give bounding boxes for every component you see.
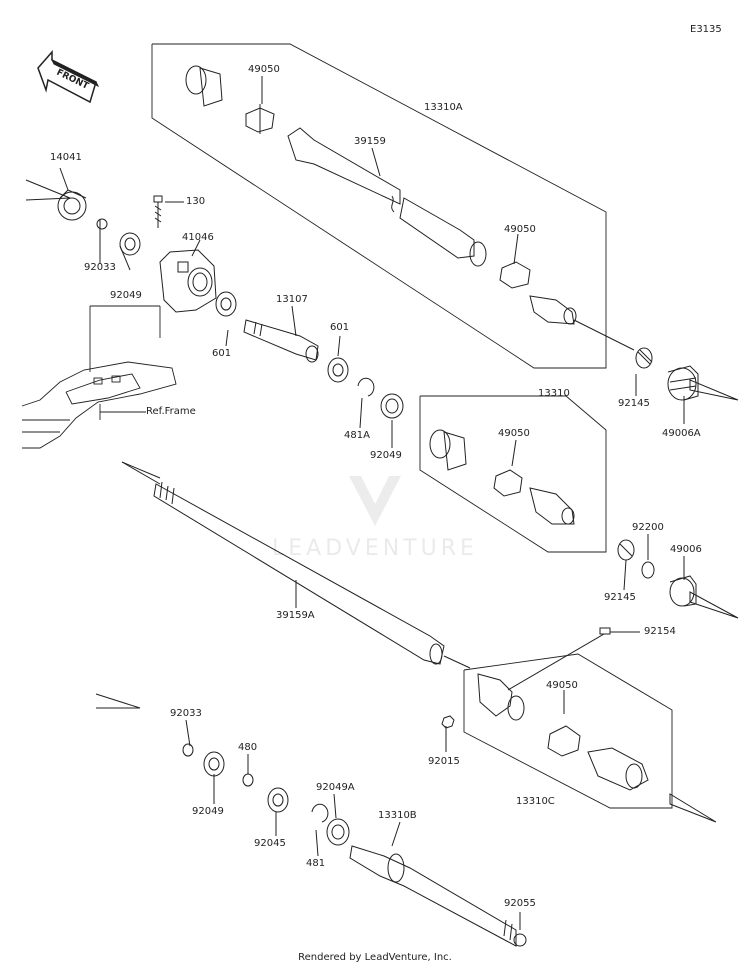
part-481A [357, 377, 375, 397]
label-13310C[interactable]: 13310C [516, 796, 555, 807]
part-92145-top [635, 347, 653, 369]
label-601-right[interactable]: 601 [330, 322, 350, 333]
part-92033-top [96, 218, 108, 230]
label-92154[interactable]: 92154 [644, 626, 676, 637]
part-92049-bot [203, 751, 225, 777]
label-14041[interactable]: 14041 [50, 152, 82, 163]
label-92145-top[interactable]: 92145 [618, 398, 650, 409]
part-41046 [159, 249, 217, 313]
part-13107 [243, 319, 319, 363]
group-box-13310 [419, 395, 607, 553]
label-480[interactable]: 480 [238, 742, 258, 753]
label-ref-frame[interactable]: Ref.Frame [146, 406, 196, 417]
frame-reference [21, 305, 177, 449]
part-13310-assembly [429, 429, 575, 525]
label-92045[interactable]: 92045 [254, 838, 286, 849]
label-601-left[interactable]: 601 [212, 348, 232, 359]
part-92055 [513, 933, 527, 947]
part-13310C-assembly [477, 627, 649, 791]
watermark-logo-icon [349, 476, 401, 526]
label-481[interactable]: 481 [306, 858, 326, 869]
part-13310B [349, 845, 517, 947]
group-box-13310A [151, 43, 607, 369]
label-49050-d[interactable]: 49050 [546, 680, 578, 691]
part-92049-top [119, 232, 141, 256]
label-92049A[interactable]: 92049A [316, 782, 355, 793]
label-92200[interactable]: 92200 [632, 522, 664, 533]
label-49050-c[interactable]: 49050 [498, 428, 530, 439]
label-39159A[interactable]: 39159A [276, 610, 315, 621]
label-13310B[interactable]: 13310B [378, 810, 417, 821]
part-480 [242, 773, 254, 787]
label-92015[interactable]: 92015 [428, 756, 460, 767]
part-92049A [326, 818, 350, 846]
part-49006 [669, 575, 697, 607]
watermark-text: LEADVENTURE [272, 536, 478, 561]
part-92145-mid [617, 539, 635, 561]
part-92049-mid [380, 393, 404, 419]
part-14041 [57, 189, 87, 221]
label-13310A[interactable]: 13310A [424, 102, 463, 113]
label-92033-bot[interactable]: 92033 [170, 708, 202, 719]
label-39159[interactable]: 39159 [354, 136, 386, 147]
label-41046[interactable]: 41046 [182, 232, 214, 243]
label-49050-b[interactable]: 49050 [504, 224, 536, 235]
footer-credit: Rendered by LeadVenture, Inc. [298, 952, 452, 963]
front-arrow-icon [37, 50, 100, 104]
label-92145-mid[interactable]: 92145 [604, 592, 636, 603]
label-92049-mid[interactable]: 92049 [370, 450, 402, 461]
label-481A[interactable]: 481A [344, 430, 370, 441]
diagram-code: E3135 [690, 24, 722, 35]
label-92055[interactable]: 92055 [504, 898, 536, 909]
label-13107[interactable]: 13107 [276, 294, 308, 305]
part-92200 [641, 561, 655, 579]
label-92049-bot[interactable]: 92049 [192, 806, 224, 817]
label-49050-a[interactable]: 49050 [248, 64, 280, 75]
part-481 [311, 803, 329, 823]
label-13310[interactable]: 13310 [538, 388, 570, 399]
part-601-right [327, 357, 349, 383]
label-130[interactable]: 130 [186, 196, 206, 207]
part-13310A-assembly [185, 65, 635, 351]
part-601-left [215, 291, 237, 317]
group-box-13310C [463, 653, 673, 809]
part-92033-bot [182, 743, 194, 757]
part-92045 [267, 787, 289, 813]
label-92033-top[interactable]: 92033 [84, 262, 116, 273]
label-49006[interactable]: 49006 [670, 544, 702, 555]
label-92049-top[interactable]: 92049 [110, 290, 142, 301]
part-39159A [153, 481, 471, 669]
part-130 [153, 195, 163, 228]
label-49006A[interactable]: 49006A [662, 428, 701, 439]
part-49006A [667, 365, 699, 401]
part-92015 [441, 715, 455, 729]
